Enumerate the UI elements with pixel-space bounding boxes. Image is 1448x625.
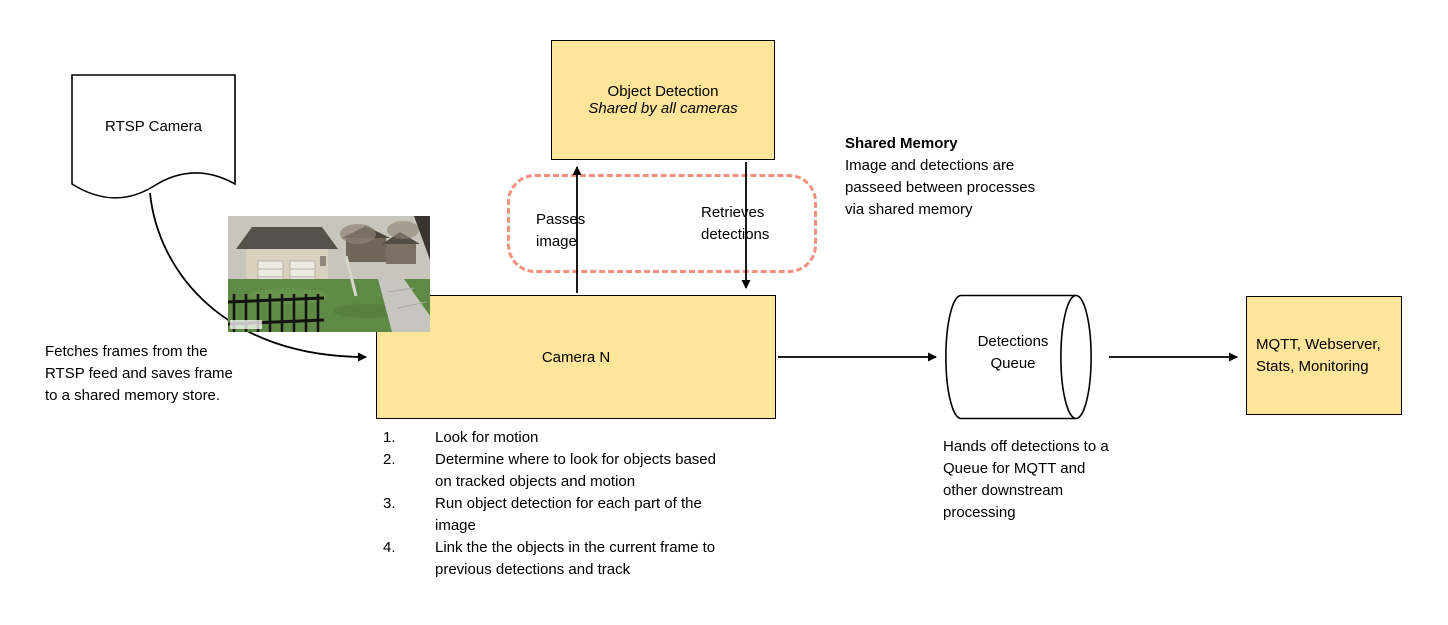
step-number: 3.: [383, 495, 396, 512]
shared-memory-body: Image and detections are passeed between…: [845, 157, 1036, 218]
rtsp-camera-label: RTSP Camera: [105, 118, 202, 135]
step-text: Run object detection for each part of th…: [435, 495, 702, 534]
passes-image-label: Passes image: [536, 211, 586, 250]
detections-queue-label: Detections Queue: [977, 333, 1049, 372]
camera-step: 4. Link the the objects in the current f…: [383, 537, 763, 581]
camera-steps-list: 1. Look for motion 2. Determine where to…: [383, 427, 763, 581]
object-detection-node: Object Detection Shared by all cameras: [551, 40, 775, 160]
photo-house: [236, 227, 338, 288]
queue-cylinder-shape: [945, 294, 1092, 420]
step-number: 1.: [383, 429, 396, 446]
document-shape: [71, 74, 236, 199]
detections-queue-node: Detections Queue: [945, 294, 1107, 421]
fetch-frames-note: Fetches frames from the RTSP feed and sa…: [45, 343, 233, 404]
object-detection-title: Object Detection: [607, 83, 719, 100]
camera-n-node: Camera N: [376, 295, 776, 419]
camera-step: 2. Determine where to look for objects b…: [383, 449, 763, 493]
outputs-node: MQTT, Webserver, Stats, Monitoring: [1246, 296, 1402, 415]
camera-n-label: Camera N: [541, 348, 611, 366]
photo-caption-overlay: [230, 320, 262, 329]
camera-snapshot-image: [227, 216, 430, 332]
shared-memory-note: Shared Memory Image and detections are p…: [845, 133, 1053, 221]
shared-memory-region: [507, 174, 817, 273]
shared-memory-heading: Shared Memory: [845, 135, 958, 152]
step-text: Link the the objects in the current fram…: [435, 539, 716, 578]
step-number: 4.: [383, 539, 396, 556]
step-number: 2.: [383, 451, 396, 468]
camera-step: 3. Run object detection for each part of…: [383, 493, 763, 537]
step-text: Look for motion: [435, 429, 539, 446]
rtsp-camera-node: RTSP Camera: [71, 74, 236, 214]
object-detection-subtitle: Shared by all cameras: [588, 100, 738, 117]
camera-step: 1. Look for motion: [383, 427, 763, 449]
step-text: Determine where to look for objects base…: [435, 451, 716, 490]
queue-handoff-note: Hands off detections to a Queue for MQTT…: [943, 438, 1109, 521]
outputs-label: MQTT, Webserver, Stats, Monitoring: [1256, 335, 1381, 375]
retrieves-detections-label: Retrieves detections: [701, 204, 770, 243]
